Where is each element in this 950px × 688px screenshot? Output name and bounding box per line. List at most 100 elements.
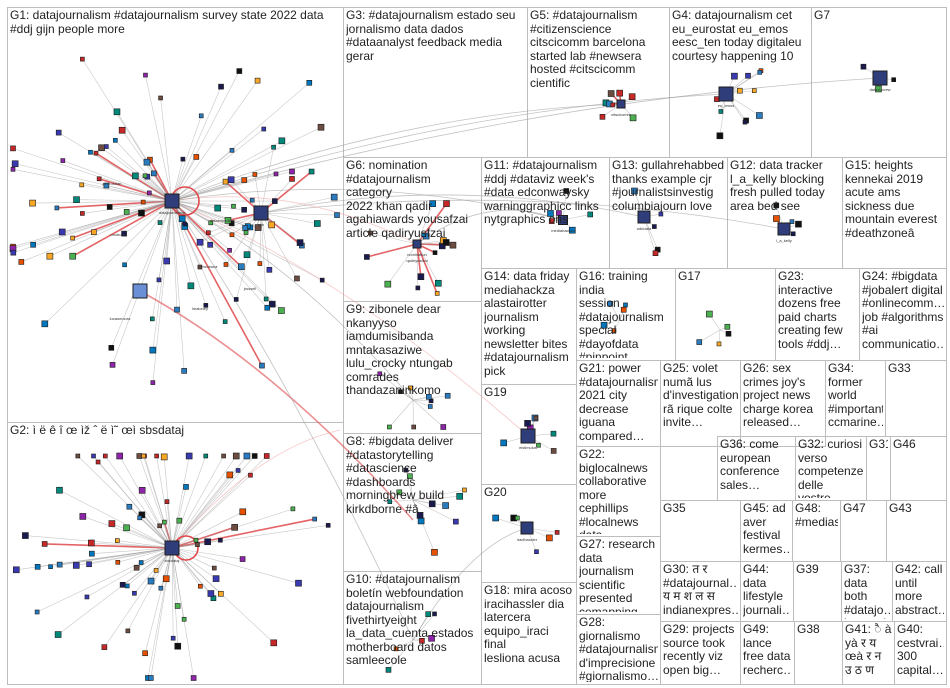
network-node (138, 209, 145, 217)
network-node (18, 259, 25, 265)
network-node (427, 404, 433, 409)
network-node (126, 503, 133, 510)
panel-border-g6 (343, 157, 482, 302)
network-node (46, 252, 54, 260)
network-node (141, 453, 146, 459)
edge (152, 200, 173, 351)
edge (416, 203, 433, 245)
edge (225, 212, 262, 265)
edge (718, 329, 721, 344)
edge (58, 132, 173, 202)
network-node (547, 210, 554, 217)
cross-group-edge (412, 527, 528, 641)
network-node (203, 303, 209, 308)
node-caption: dataimpeding (210, 218, 234, 223)
network-node (72, 562, 80, 569)
network-node (325, 523, 331, 528)
network-nodes (9, 56, 896, 681)
edge (171, 547, 174, 639)
network-node (587, 211, 594, 218)
edge (379, 373, 414, 401)
network-node (198, 113, 204, 119)
network-node (123, 209, 130, 215)
panel-border-g45 (740, 500, 793, 562)
network-node (115, 559, 121, 565)
network-node (157, 523, 162, 529)
edge (76, 547, 173, 566)
network-node (263, 296, 269, 302)
edge (111, 523, 173, 549)
network-node (556, 210, 562, 216)
edge (171, 80, 258, 202)
network-node (756, 112, 763, 119)
edge (171, 200, 273, 305)
network-node (176, 517, 183, 524)
network-node (443, 200, 450, 207)
network-node (268, 300, 276, 308)
edge (62, 160, 173, 202)
network-node (174, 642, 182, 650)
node-caption: datavizcrew (869, 87, 890, 92)
network-node (548, 218, 555, 224)
network-node (214, 204, 222, 212)
node-caption: lucasmoura (110, 316, 131, 321)
network-node (10, 167, 16, 172)
network-node (60, 158, 66, 163)
network-node (259, 362, 265, 369)
network-node (34, 609, 40, 615)
panel-border-g1 (7, 7, 344, 423)
network-node (232, 452, 240, 460)
network-node (569, 226, 576, 234)
panel-border-g12 (727, 157, 843, 269)
panel-border-g40 (894, 621, 947, 685)
edge (171, 115, 202, 202)
network-node (248, 472, 253, 478)
network-node (195, 542, 200, 547)
network-node (154, 453, 159, 459)
network-node (306, 79, 313, 86)
edge (112, 200, 173, 365)
network-node (218, 83, 224, 90)
network-node (554, 530, 560, 535)
edge (121, 130, 173, 202)
network-node (143, 72, 148, 78)
network-node (96, 176, 102, 182)
node-caption: mediahackza (551, 228, 575, 233)
edge (141, 490, 173, 549)
network-node (233, 297, 239, 302)
network-node (227, 247, 232, 253)
network-node (628, 93, 636, 101)
network-node (227, 176, 235, 184)
edge (56, 200, 173, 209)
network-node (607, 90, 615, 97)
network-node (243, 452, 251, 460)
network-node (407, 473, 413, 480)
network-node (492, 514, 499, 522)
network-node (696, 339, 703, 345)
network-node (207, 590, 215, 597)
edge (171, 200, 178, 310)
edge (171, 547, 243, 560)
cross-group-edge (171, 103, 622, 202)
network-node (428, 500, 436, 508)
edge (150, 547, 173, 679)
edge (59, 489, 173, 549)
network-node (10, 145, 16, 152)
network-node (119, 582, 126, 588)
network-node (174, 306, 180, 313)
panel-border-g35 (660, 500, 741, 562)
group-panel-borders (7, 7, 947, 685)
edge (44, 200, 173, 325)
network-node (91, 453, 96, 459)
network-node (218, 537, 223, 543)
network-node (80, 56, 85, 62)
network-node (607, 300, 613, 307)
panel-border-g28 (576, 614, 661, 685)
network-node (182, 221, 188, 227)
edge (171, 547, 185, 620)
network-node (197, 264, 203, 270)
network-node (180, 156, 186, 162)
network-edges (12, 58, 894, 679)
edge (116, 111, 173, 202)
cross-group-edge (416, 209, 561, 245)
